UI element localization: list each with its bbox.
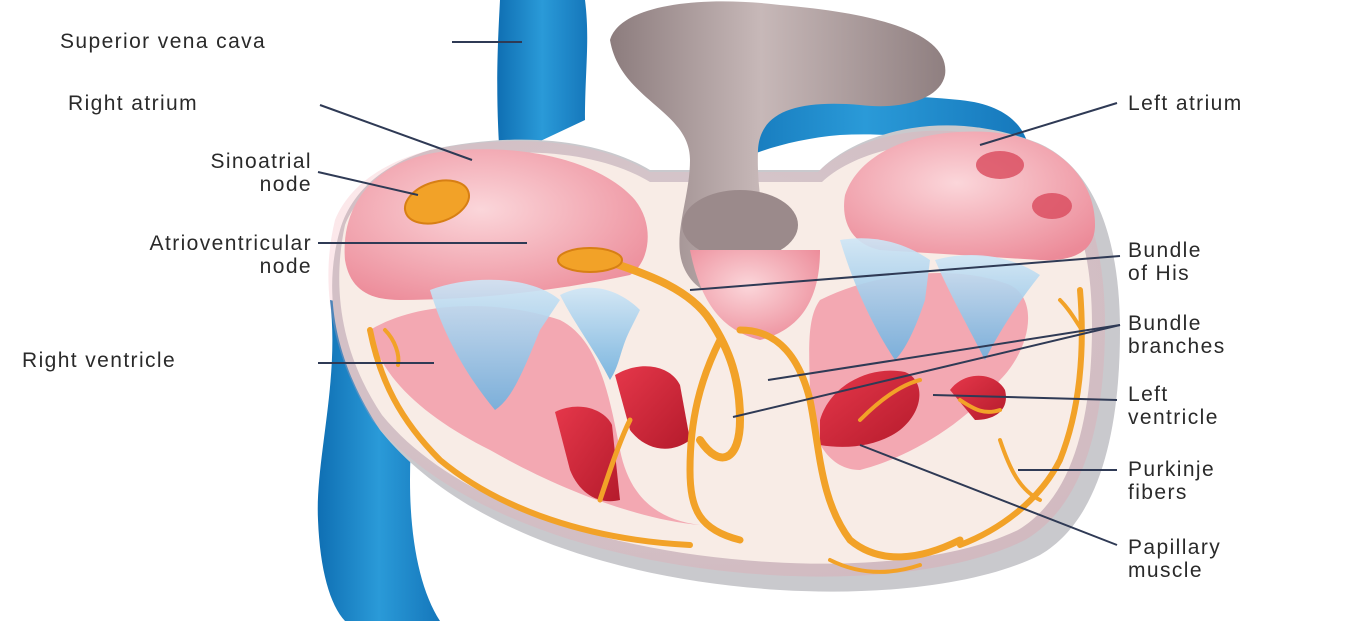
label-right-ventricle: Right ventricle (22, 349, 176, 372)
label-bundle-of-his-line1: Bundle (1128, 239, 1202, 262)
label-papillary-muscle-line2: muscle (1128, 559, 1221, 582)
label-purkinje-fibers: Purkinje fibers (1128, 458, 1215, 504)
label-atrioventricular-node: Atrioventricular node (6, 232, 312, 278)
label-right-ventricle-text: Right ventricle (22, 349, 176, 372)
label-left-ventricle-line1: Left (1128, 383, 1219, 406)
label-papillary-muscle-line1: Papillary (1128, 536, 1221, 559)
label-sinoatrial-node-line2: node (120, 173, 312, 196)
label-bundle-of-his: Bundle of His (1128, 239, 1202, 285)
label-atrioventricular-node-line1: Atrioventricular (6, 232, 312, 255)
label-left-atrium-text: Left atrium (1128, 92, 1243, 115)
label-right-atrium: Right atrium (68, 92, 198, 115)
label-purkinje-fibers-line2: fibers (1128, 481, 1215, 504)
label-bundle-branches: Bundle branches (1128, 312, 1226, 358)
label-superior-vena-cava-text: Superior vena cava (60, 30, 266, 53)
label-superior-vena-cava: Superior vena cava (60, 30, 266, 53)
label-sinoatrial-node-line1: Sinoatrial (120, 150, 312, 173)
superior-vena-cava-vessel (497, 0, 587, 160)
label-bundle-of-his-line2: of His (1128, 262, 1202, 285)
label-purkinje-fibers-line1: Purkinje (1128, 458, 1215, 481)
label-bundle-branches-line1: Bundle (1128, 312, 1226, 335)
label-left-ventricle: Left ventricle (1128, 383, 1219, 429)
label-papillary-muscle: Papillary muscle (1128, 536, 1221, 582)
pulmonary-vein-opening (1032, 193, 1072, 219)
label-sinoatrial-node: Sinoatrial node (120, 150, 312, 196)
pulmonary-vein-opening (976, 151, 1024, 179)
label-right-atrium-text: Right atrium (68, 92, 198, 115)
atrioventricular-node-shape (558, 248, 622, 272)
label-left-atrium: Left atrium (1128, 92, 1243, 115)
label-atrioventricular-node-line2: node (6, 255, 312, 278)
label-bundle-branches-line2: branches (1128, 335, 1226, 358)
label-left-ventricle-line2: ventricle (1128, 406, 1219, 429)
aortic-valve (682, 190, 798, 260)
leader-right-atrium (320, 105, 472, 160)
